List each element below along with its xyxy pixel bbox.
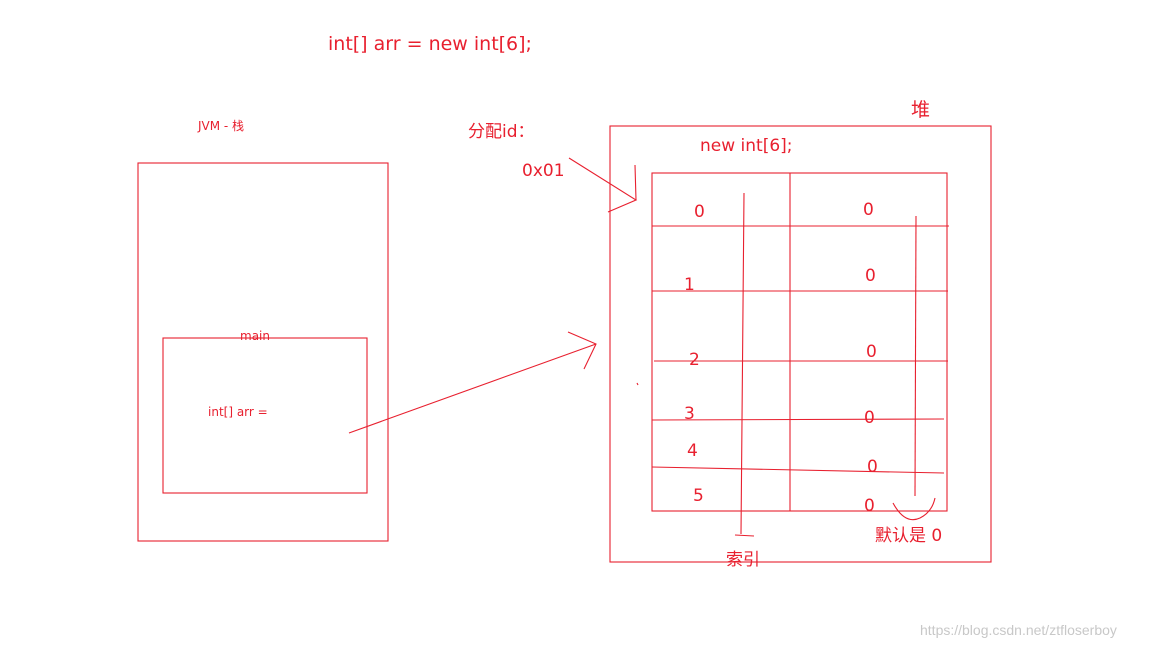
main-frame-box <box>162 337 368 494</box>
value-3: 0 <box>864 408 875 428</box>
new-expression: new int[6]; <box>700 136 793 156</box>
reference-arrow <box>348 331 597 434</box>
index-caption: 索引 <box>726 550 760 570</box>
index-0: 0 <box>694 202 705 222</box>
array-table-box <box>651 172 948 512</box>
value-5: 0 <box>864 496 875 516</box>
row-divider <box>651 418 945 421</box>
value-1: 0 <box>865 266 876 286</box>
code-line: int[] arr = new int[6]; <box>328 33 532 55</box>
row-divider <box>651 466 945 474</box>
alloc-label: 分配id： <box>468 122 535 142</box>
default-caption: 默认是 0 <box>875 526 943 546</box>
heap-box <box>609 125 992 563</box>
index-1: 1 <box>684 275 695 295</box>
address-arrow <box>568 157 638 213</box>
value-0: 0 <box>863 200 874 220</box>
index-4: 4 <box>687 441 698 461</box>
index-2: 2 <box>689 350 700 370</box>
watermark: https://blog.csdn.net/ztfloserboy <box>920 622 1117 638</box>
value-pointer-line <box>914 215 917 497</box>
index-pointer-line <box>734 192 755 537</box>
stack-title: JVM - 栈 <box>198 119 245 133</box>
heap-title: 堆 <box>911 99 931 121</box>
value-curve <box>892 497 936 521</box>
value-2: 0 <box>866 342 877 362</box>
stack-box <box>137 162 389 542</box>
index-5: 5 <box>693 486 704 506</box>
address-value: 0x01 <box>522 161 565 181</box>
index-3: 3 <box>684 404 695 424</box>
array-variable: int[] arr = <box>208 405 268 419</box>
value-4: 0 <box>867 457 878 477</box>
main-frame-label: main <box>240 329 270 343</box>
